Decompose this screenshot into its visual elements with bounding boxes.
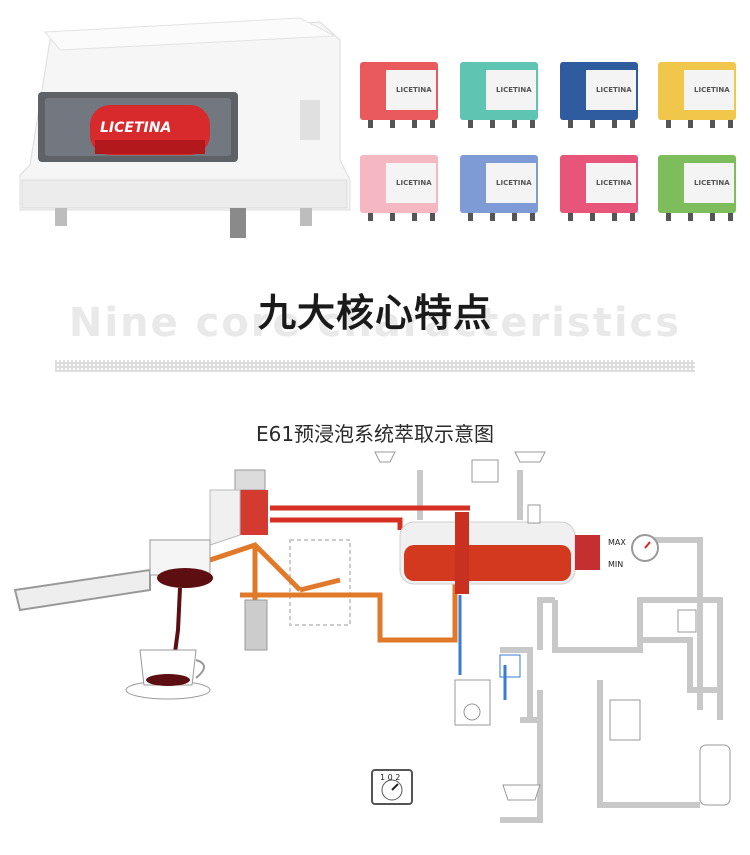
color-variant-machine: LICETINA (360, 62, 438, 128)
color-variant-machine: LICETINA (658, 155, 736, 221)
mini-brand-text: LICETINA (694, 179, 730, 187)
color-variant-machine: LICETINA (560, 62, 638, 128)
section-title: 九大核心特点 (257, 291, 492, 335)
diagram-title: E61预浸泡系统萃取示意图 (255, 422, 495, 446)
red-pipes (270, 505, 470, 530)
mini-brand-text: LICETINA (596, 86, 632, 94)
color-variant-machine: LICETINA (560, 155, 638, 221)
small-devices (374, 451, 731, 806)
color-variant-grid: LICETINA LICETINA LICETINA LICETINA LICETINA… (360, 62, 736, 221)
section-subtitle-watermark: Nine core characteristics (68, 300, 682, 346)
boiler: MAX MIN (399, 504, 659, 594)
mini-brand-text: LICETINA (496, 179, 532, 187)
mini-brand-text: LICETINA (496, 86, 532, 94)
mini-brand-text: LICETINA (694, 86, 730, 94)
dial-digits: 1 0 2 (380, 773, 400, 782)
e61-diagram: MAX MIN (13, 451, 731, 823)
color-variant-machine: LICETINA (658, 62, 736, 128)
orange-pipes (209, 530, 458, 643)
mini-brand-text: LICETINA (596, 179, 632, 187)
color-variant-machine: LICETINA (460, 62, 538, 128)
mini-brand-text: LICETINA (396, 179, 432, 187)
pump-dial: 1 0 2 (371, 769, 413, 805)
dotted-divider (55, 360, 695, 372)
group-head (209, 469, 268, 651)
min-label: MIN (608, 560, 623, 569)
color-variant-machine: LICETINA (360, 155, 438, 221)
grey-pipes (417, 470, 723, 823)
blue-water-line (458, 595, 507, 700)
coffee-cup (125, 649, 211, 700)
color-variant-machine: LICETINA (460, 155, 538, 221)
machine-brand-text: LICETINA (100, 120, 171, 136)
portafilter (13, 539, 213, 691)
main-machine-illustration: LICETINA (19, 17, 351, 238)
max-label: MAX (608, 538, 626, 547)
mini-brand-text: LICETINA (396, 86, 432, 94)
